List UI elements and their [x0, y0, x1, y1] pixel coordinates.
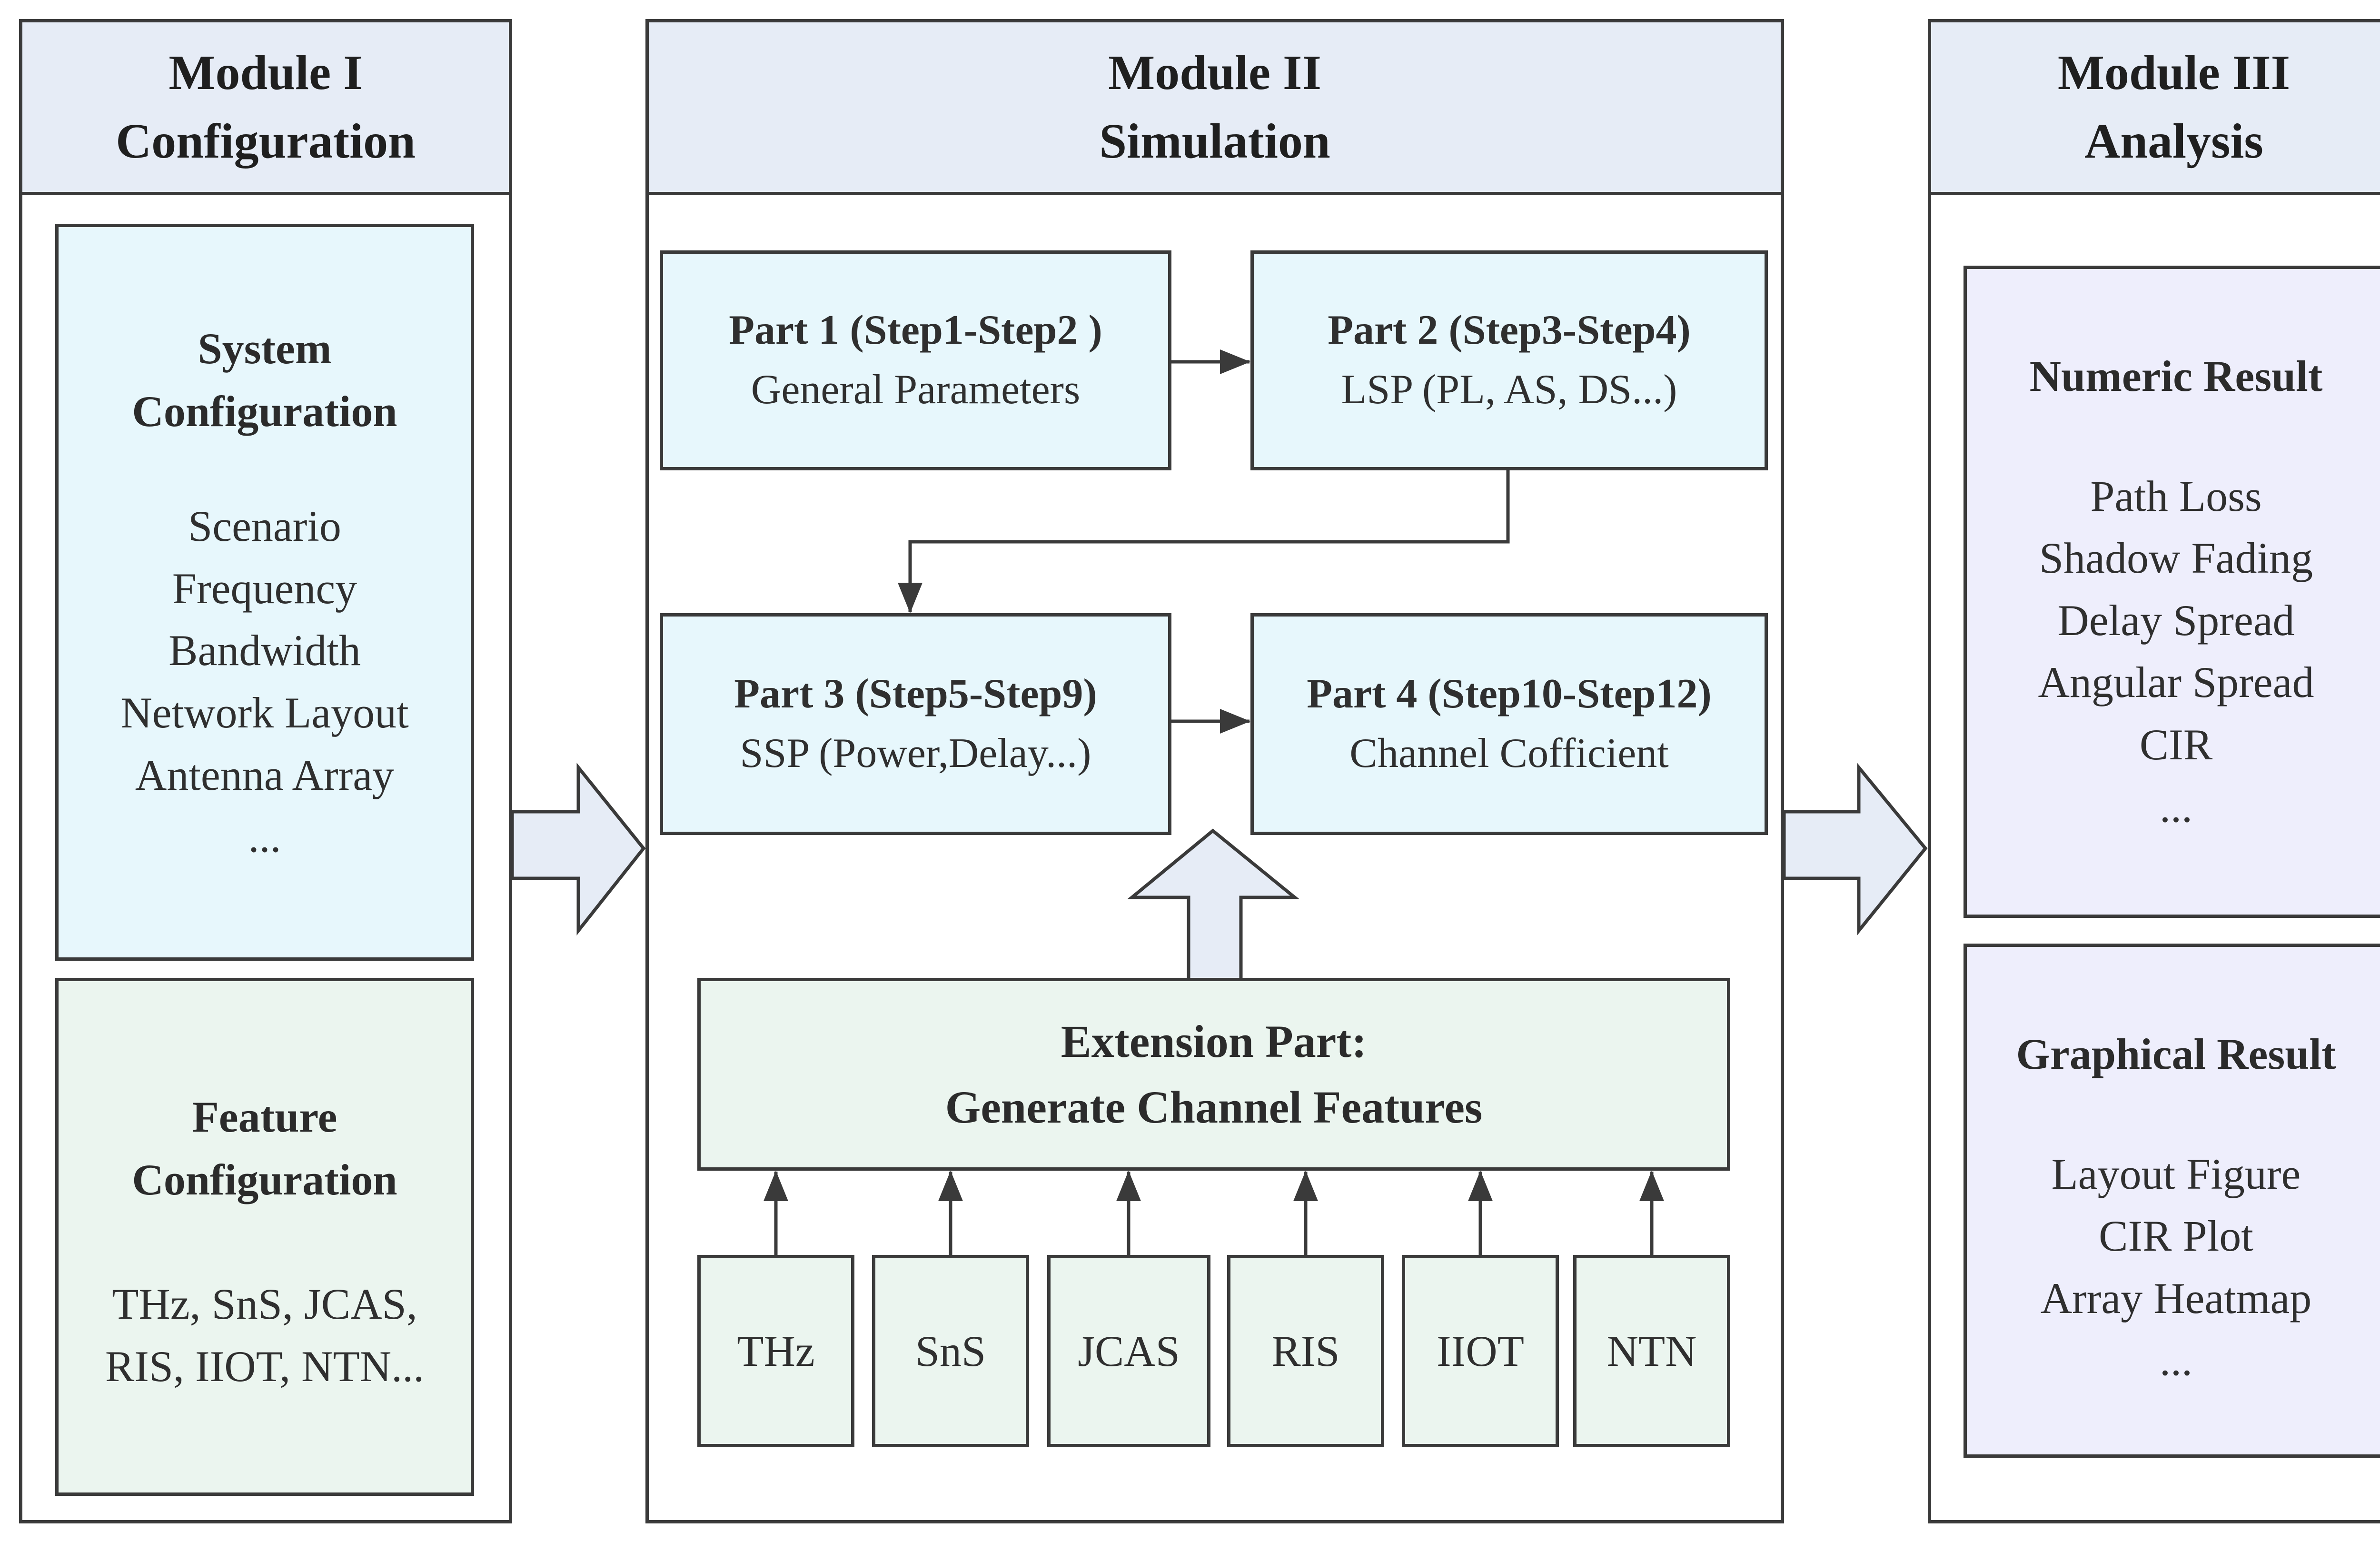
- part-3-box: Part 3 (Step5-Step9) SSP (Power,Delay...…: [660, 613, 1171, 835]
- module-simulation-title-line1: Module II: [1108, 45, 1321, 100]
- system-config-item: Frequency: [172, 564, 357, 613]
- numeric-result-item: CIR: [2139, 720, 2213, 769]
- numeric-result-item: Angular Spread: [2038, 658, 2314, 707]
- module-analysis-title-line1: Module III: [2057, 45, 2291, 100]
- graphical-result-item: CIR Plot: [2099, 1212, 2253, 1261]
- module-simulation-title-line2: Simulation: [1099, 114, 1330, 169]
- graphical-result-item: Array Heatmap: [2040, 1273, 2312, 1323]
- numeric-result-item: ...: [2160, 782, 2192, 831]
- feature-configuration-box: Feature Configuration THz, SnS, JCAS, RI…: [55, 978, 474, 1496]
- feature-label: RIS: [1271, 1327, 1340, 1375]
- feature-label: THz: [737, 1327, 815, 1375]
- system-config-item: Scenario: [188, 502, 341, 551]
- module-analysis-header: Module III Analysis: [1931, 22, 2380, 195]
- module-simulation-header: Module II Simulation: [649, 22, 1781, 195]
- system-configuration-title-line2: Configuration: [132, 387, 397, 436]
- system-config-item: Bandwidth: [169, 626, 361, 675]
- feature-box-thz: THz: [697, 1255, 854, 1447]
- system-config-item: ...: [248, 813, 281, 862]
- numeric-result-box: Numeric Result Path Loss Shadow Fading D…: [1964, 266, 2380, 918]
- extension-part-title-line1: Extension Part:: [1061, 1016, 1367, 1067]
- feature-label: JCAS: [1078, 1327, 1180, 1375]
- graphical-result-box: Graphical Result Layout Figure CIR Plot …: [1964, 944, 2380, 1458]
- system-config-item: Network Layout: [120, 688, 409, 737]
- part-3-title: Part 3 (Step5-Step9): [734, 670, 1097, 717]
- feature-box-sns: SnS: [872, 1255, 1029, 1447]
- graphical-result-title: Graphical Result: [2016, 1030, 2336, 1078]
- feature-box-jcas: JCAS: [1047, 1255, 1210, 1447]
- feature-label: SnS: [915, 1327, 986, 1375]
- system-config-item: Antenna Array: [135, 750, 395, 799]
- system-configuration-title-line1: System: [198, 324, 332, 373]
- feature-label: IIOT: [1437, 1327, 1524, 1375]
- part-3-subtitle: SSP (Power,Delay...): [740, 730, 1091, 776]
- part-1-box: Part 1 (Step1-Step2 ) General Parameters: [660, 250, 1171, 470]
- feature-label: NTN: [1606, 1327, 1697, 1375]
- module-analysis-title-line2: Analysis: [2084, 114, 2263, 169]
- module-configuration-title-line2: Configuration: [116, 114, 416, 169]
- part-4-subtitle: Channel Cofficient: [1349, 730, 1669, 776]
- part-2-box: Part 2 (Step3-Step4) LSP (PL, AS, DS...): [1250, 250, 1768, 470]
- module-configuration-header: Module I Configuration: [22, 22, 509, 195]
- part-1-subtitle: General Parameters: [751, 366, 1081, 413]
- big-arrow-extension-to-part4: [1127, 828, 1299, 978]
- part-4-title: Part 4 (Step10-Step12): [1307, 670, 1712, 717]
- numeric-result-item: Path Loss: [2090, 471, 2262, 520]
- numeric-result-item: Delay Spread: [2057, 596, 2295, 645]
- graphical-result-item: ...: [2160, 1336, 2192, 1385]
- part-4-box: Part 4 (Step10-Step12) Channel Cofficien…: [1250, 613, 1768, 835]
- feature-box-ntn: NTN: [1573, 1255, 1730, 1447]
- numeric-result-item: Shadow Fading: [2039, 534, 2313, 583]
- feature-configuration-title-line2: Configuration: [132, 1155, 397, 1204]
- feature-config-items-line1: THz, SnS, JCAS,: [112, 1280, 417, 1329]
- feature-box-iiot: IIOT: [1402, 1255, 1559, 1447]
- numeric-result-title: Numeric Result: [2029, 352, 2323, 400]
- graphical-result-item: Layout Figure: [2051, 1149, 2301, 1198]
- part-2-subtitle: LSP (PL, AS, DS...): [1341, 366, 1677, 413]
- big-arrow-simulation-to-analysis: [1782, 763, 1928, 935]
- big-arrow-config-to-simulation: [510, 763, 646, 936]
- feature-box-ris: RIS: [1227, 1255, 1384, 1447]
- part-1-title: Part 1 (Step1-Step2 ): [729, 307, 1102, 353]
- feature-configuration-title-line1: Feature: [192, 1093, 337, 1141]
- arrow-part2-to-part3: [898, 470, 1510, 613]
- extension-part-box: Extension Part: Generate Channel Feature…: [697, 978, 1730, 1171]
- part-2-title: Part 2 (Step3-Step4): [1328, 307, 1691, 353]
- feature-config-items-line2: RIS, IIOT, NTN...: [105, 1342, 425, 1391]
- module-configuration-title-line1: Module I: [169, 45, 363, 100]
- extension-part-title-line2: Generate Channel Features: [945, 1081, 1483, 1133]
- system-configuration-box: System Configuration Scenario Frequency …: [55, 224, 474, 961]
